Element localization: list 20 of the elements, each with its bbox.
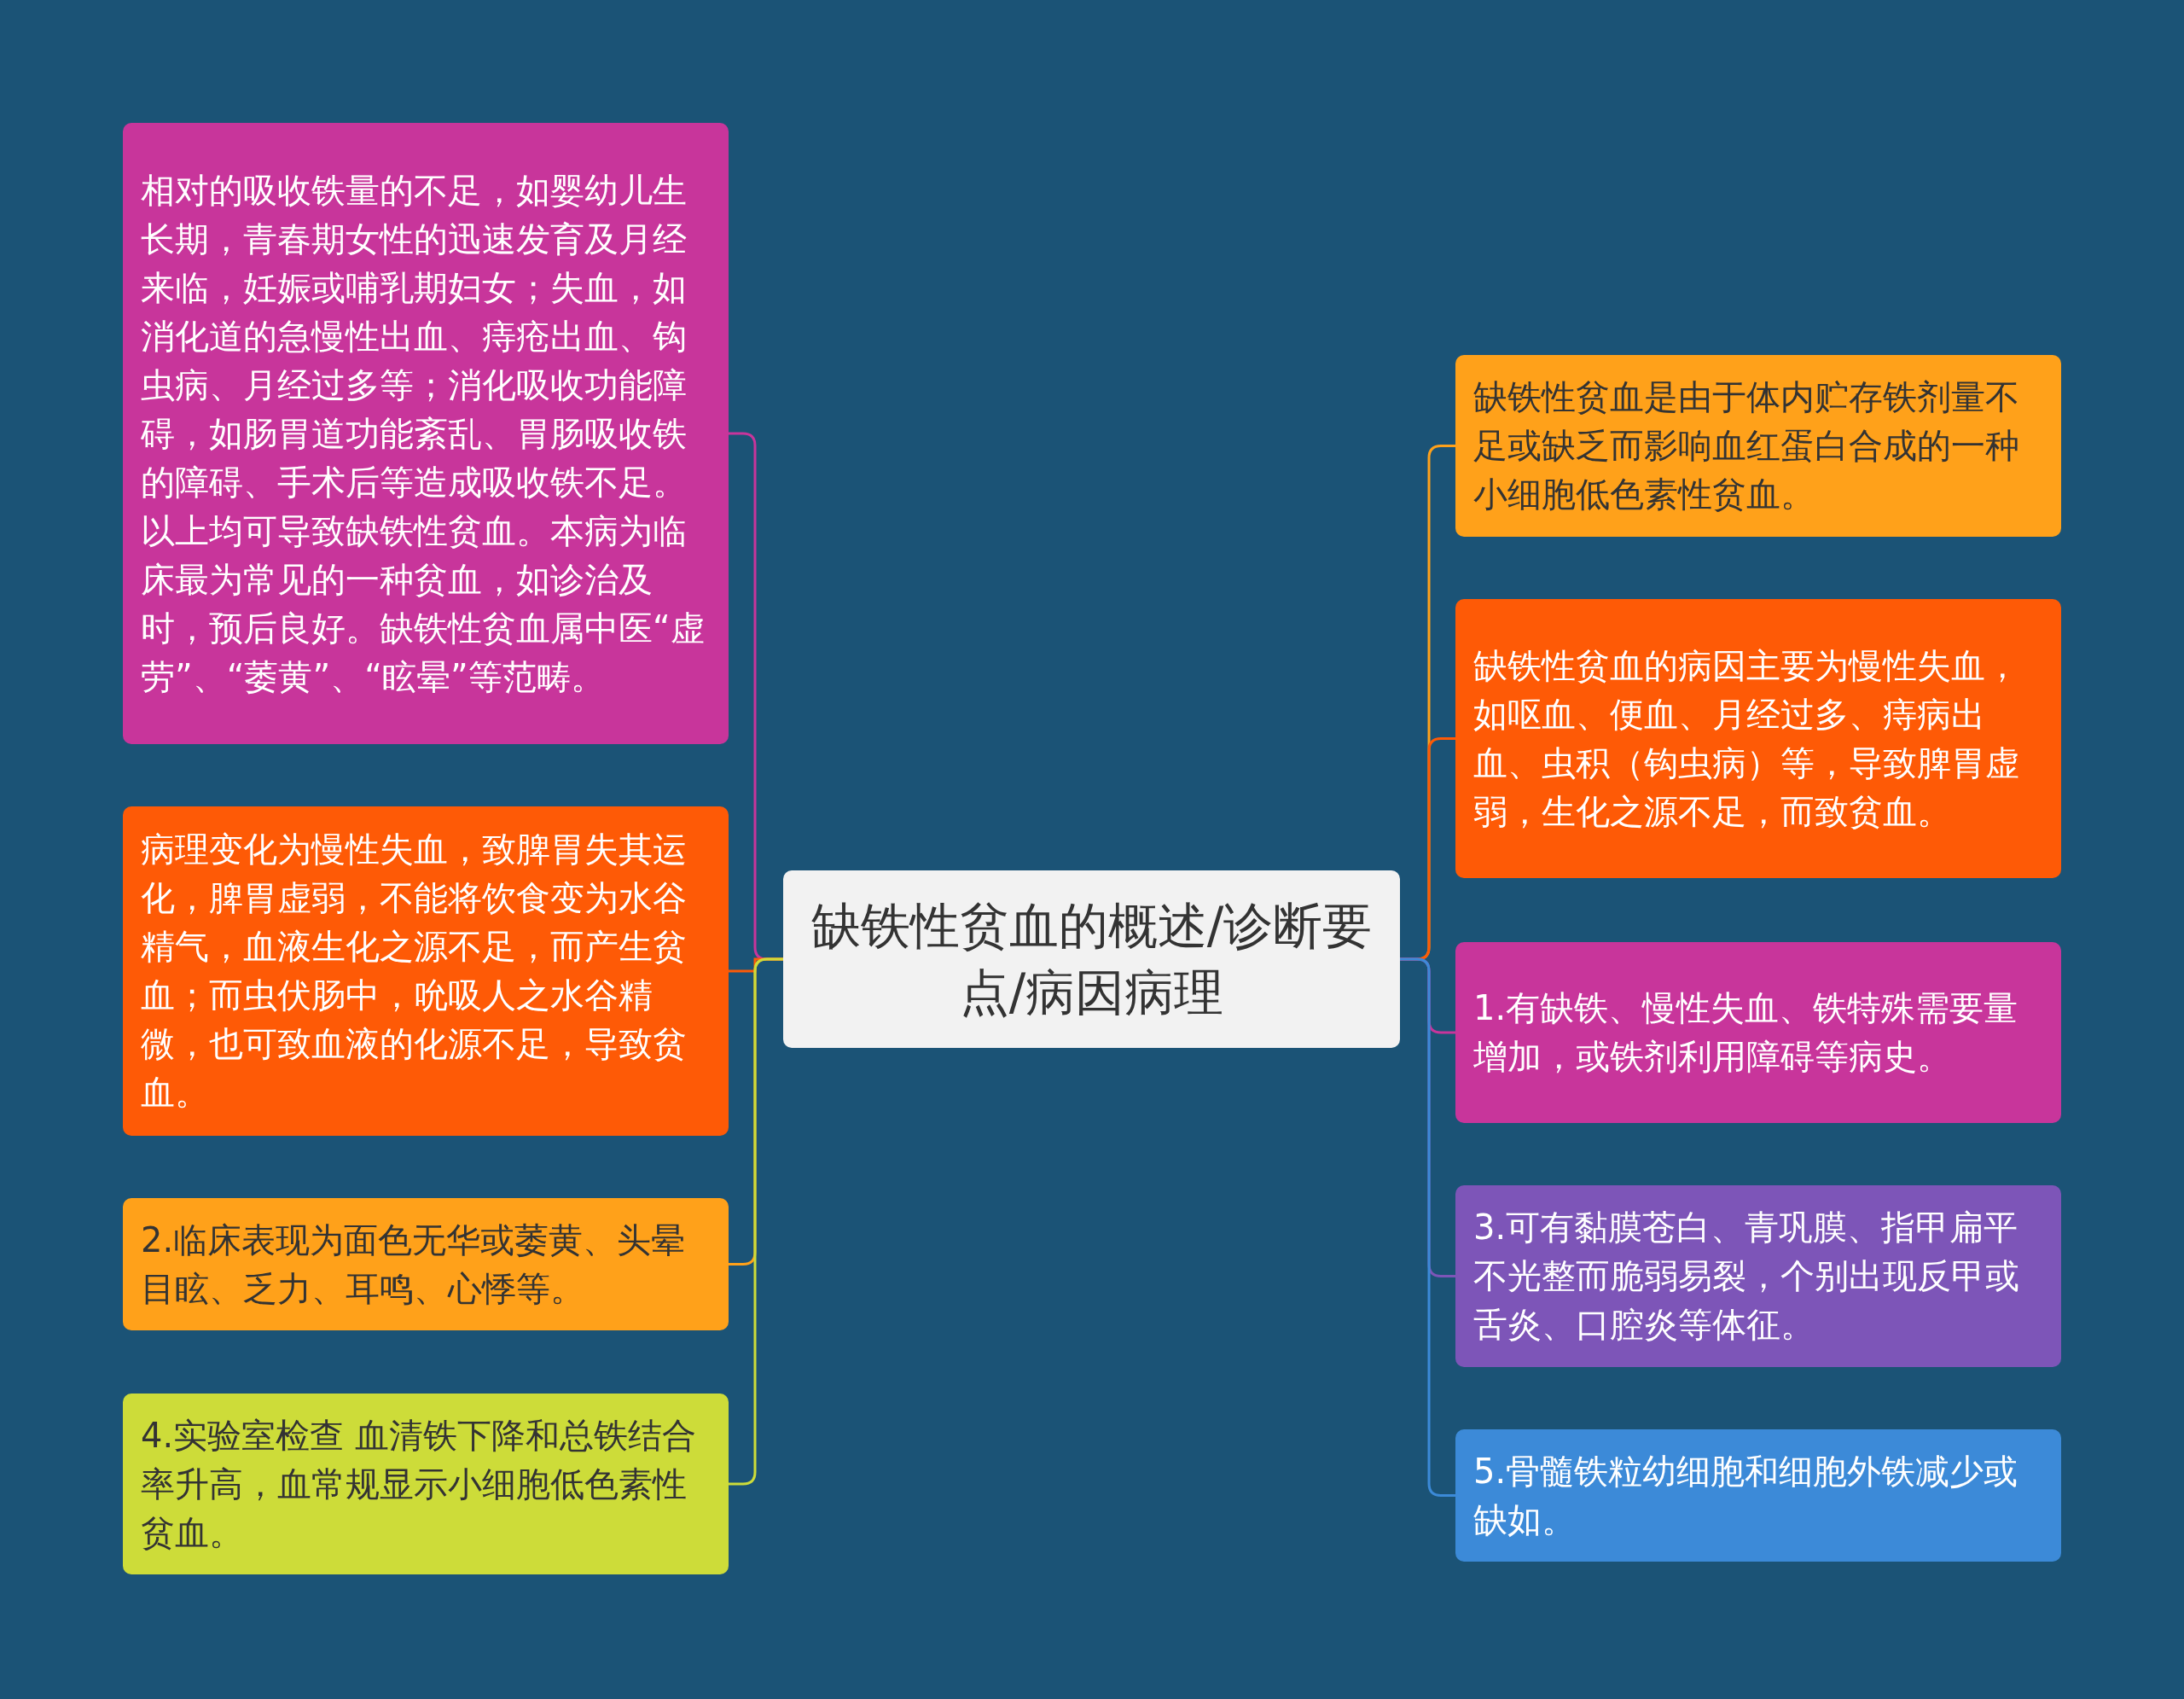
note-box [123, 806, 729, 1136]
note-text: 缺铁性贫血的病因主要为慢性失血，如呕血、便血、月经过多、痔病出血、虫积（钩虫病）等，导致脾胃虚弱，生化之源不足，而致贫血。 [1473, 644, 2020, 833]
note-box [1455, 1185, 2061, 1367]
note-text: 病理变化为慢性失血，致脾胃失其运化，脾胃虚弱，不能将饮食变为水谷精气，血液生化之源不足，而产生贫血；而虫伏肠中，吮吸人之水谷精微，也可致血液的化源不足，导致贫血。 [141, 829, 688, 1114]
note-text: 4.实验室检查 血清铁下降和总铁结合率升高，血常规显示小细胞低色素性贫血。 [141, 1414, 697, 1554]
note-box [1455, 942, 2061, 1123]
note-text: 3.可有黏膜苍白、青巩膜、指甲扁平不光整而脆弱易裂，个别出现反甲或舌炎、口腔炎等体征。 [1473, 1207, 2020, 1346]
note-box [1455, 355, 2061, 537]
note-box [1455, 599, 2061, 878]
note-text: 5.骨髓铁粒幼细胞和细胞外铁减少或缺如。 [1473, 1450, 2019, 1541]
note-box [123, 1198, 729, 1330]
note-text: 相对的吸收铁量的不足，如婴幼儿生长期，青春期女性的迅速发育及月经来临，妊娠或哺乳期妇女；失血，如消化道的急慢性出血、痔疮出血、钩虫病、月经过多等；消化吸收功能障碍，如肠胃道功能紊乱、胃肠吸收铁的障碍、手术后等造成吸收铁不足。以上均可导致缺铁性贫血。本病为临床最为常见的一种贫血，如诊治及时，预后良好。缺铁性贫血属中医“虚劳”、“萎黄”、“眩晕”等范畴。 [141, 169, 706, 698]
topic-box [783, 870, 1400, 1048]
topic-text: 缺铁性贫血的概述/诊断要点/病因病理 [810, 896, 1373, 1023]
note-box [1455, 1429, 2061, 1562]
note-box [123, 1394, 729, 1574]
note-text: 2.临床表现为面色无华或萎黄、头晕目眩、乏力、耳鸣、心悸等。 [141, 1219, 687, 1310]
note-box [123, 123, 729, 744]
note-text: 缺铁性贫血是由于体内贮存铁剂量不足或缺乏而影响血红蛋白合成的一种小细胞低色素性贫血。 [1473, 376, 2020, 515]
note-text: 1.有缺铁、慢性失血、铁特殊需要量增加，或铁剂利用障碍等病史。 [1473, 987, 2019, 1078]
